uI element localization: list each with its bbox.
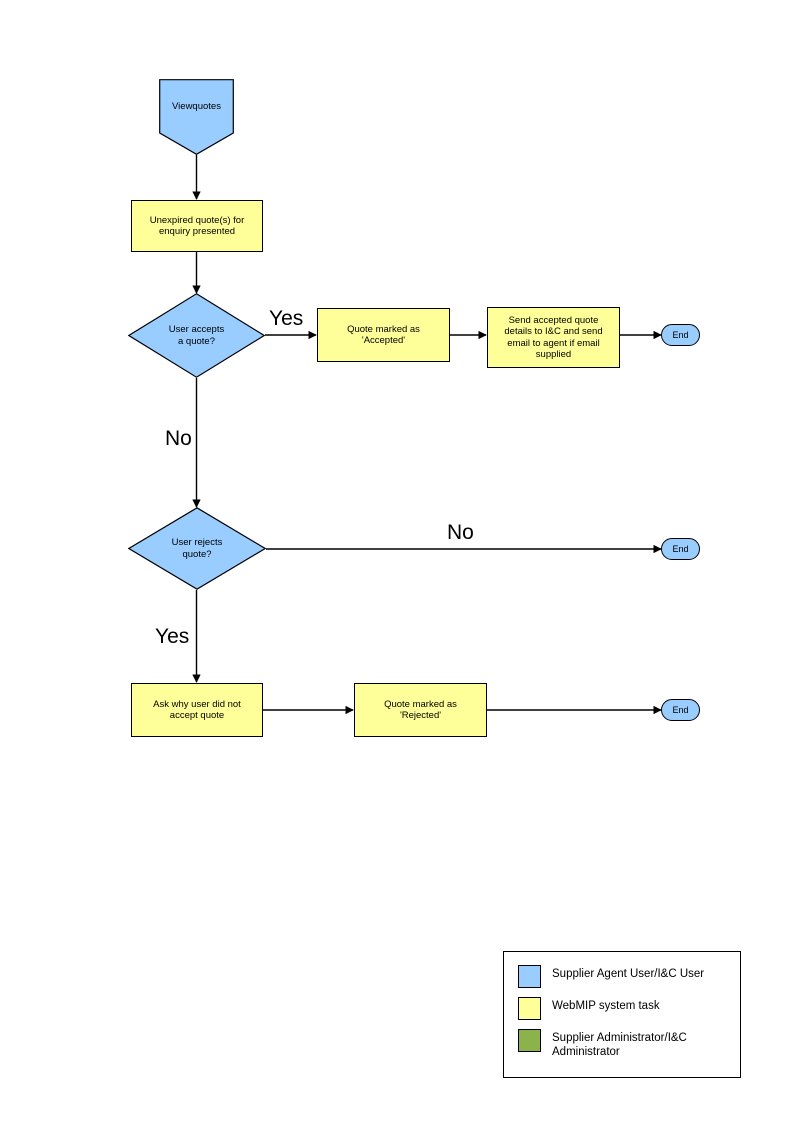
node-label: End — [672, 329, 689, 340]
legend-swatch-yellow — [518, 997, 541, 1020]
node-label: Ask why user did not accept quote — [153, 698, 241, 721]
node-decision-user-accepts[interactable]: User accepts a quote? — [128, 293, 265, 378]
node-start-viewquotes[interactable]: Viewquotes — [159, 79, 234, 155]
node-label: End — [672, 704, 689, 715]
node-end-rejected[interactable]: End — [661, 699, 700, 721]
legend-item-webmip-system-task: WebMIP system task — [518, 997, 740, 1020]
node-quote-marked-accepted[interactable]: Quote marked as 'Accepted' — [317, 308, 450, 362]
node-label: User rejects quote? — [171, 537, 223, 560]
legend-item-supplier-agent-user: Supplier Agent User/I&C User — [518, 965, 740, 988]
legend-item-supplier-administrator: Supplier Administrator/I&C Administrator — [518, 1029, 740, 1059]
legend-label: Supplier Agent User/I&C User — [552, 968, 705, 980]
node-decision-user-rejects[interactable]: User rejects quote? — [128, 507, 266, 590]
node-label: End — [672, 543, 689, 554]
legend-swatch-green — [518, 1029, 541, 1052]
edge-label-yes-accepts: Yes — [269, 307, 304, 330]
node-label: Viewquotes — [172, 101, 221, 112]
node-label: Quote marked as 'Rejected' — [384, 698, 457, 721]
edge-label-no-accepts: No — [165, 427, 192, 450]
pentagon-shape — [159, 79, 234, 155]
node-send-accepted-quote-details[interactable]: Send accepted quote details to I&C and s… — [487, 307, 620, 368]
diamond-shape — [128, 293, 265, 378]
node-unexpired-quotes[interactable]: Unexpired quote(s) for enquiry presented — [131, 200, 263, 252]
node-label: Unexpired quote(s) for enquiry presented — [149, 214, 245, 237]
edge-label-no-rejects: No — [447, 521, 474, 544]
node-end-no-rejection[interactable]: End — [661, 538, 700, 560]
node-ask-why-not-accepted[interactable]: Ask why user did not accept quote — [131, 683, 263, 737]
legend-label: WebMIP system task — [552, 1000, 660, 1012]
node-quote-marked-rejected[interactable]: Quote marked as 'Rejected' — [354, 683, 487, 737]
legend-label: Supplier Administrator/I&C Administrator — [552, 1032, 687, 1058]
node-label: User accepts a quote? — [168, 324, 225, 347]
node-end-accepted[interactable]: End — [661, 324, 700, 346]
diamond-shape — [128, 507, 266, 590]
edge-label-yes-rejects: Yes — [155, 625, 190, 648]
legend-box: Supplier Agent User/I&C User WebMIP syst… — [503, 951, 741, 1078]
node-label: Quote marked as 'Accepted' — [347, 323, 420, 346]
node-label: Send accepted quote details to I&C and s… — [504, 315, 603, 360]
legend-swatch-blue — [518, 965, 541, 988]
